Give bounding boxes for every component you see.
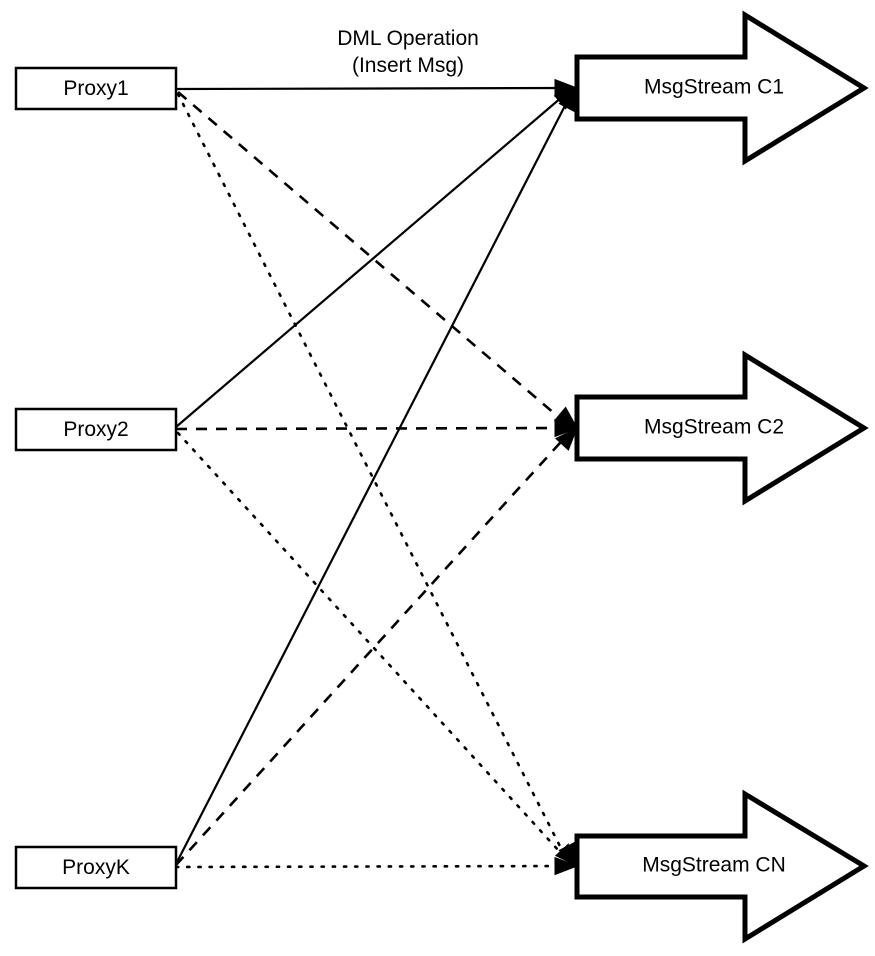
edge-proxy2-cn <box>176 431 571 864</box>
proxyk-box[interactable] <box>14 845 178 890</box>
edge-proxy1-c1 <box>175 86 570 91</box>
streams-layer: MsgStream C1 MsgStream C2 MsgStream CN <box>574 10 869 944</box>
edge-proxy1-c2 <box>177 91 570 427</box>
dml-operation-label-line1: DML Operation <box>337 27 479 50</box>
stream_c2-arrowhead-2 <box>554 418 579 438</box>
edges-layer <box>174 78 579 876</box>
dml-operation-label-line2: (Insert Msg) <box>352 54 464 77</box>
proxy1-label: Proxy1 <box>63 77 128 100</box>
edge-proxyk-c1 <box>175 93 572 865</box>
proxyk-label: ProxyK <box>62 856 130 879</box>
edge-proxy2-c2-line <box>175 426 570 431</box>
stream_c1-arrowhead-group <box>553 78 579 113</box>
edge-proxyk-c2 <box>175 431 571 866</box>
stream_c2-shape[interactable] <box>574 350 869 506</box>
dml-operation-label: DML Operation (Insert Msg) <box>337 27 479 77</box>
edge-proxy2-c1 <box>175 90 570 428</box>
stream_c2-arrowhead-3 <box>554 426 578 451</box>
stream_cn-shape[interactable] <box>574 789 869 944</box>
edge-proxy2-cn-line <box>176 431 571 864</box>
stream_cn-arrowhead-group <box>554 841 579 876</box>
stream_cn-label: MsgStream CN <box>642 854 786 877</box>
proxy2-label: Proxy2 <box>63 418 128 441</box>
stream_cn[interactable]: MsgStream CN <box>574 789 869 944</box>
edge-proxyk-c1-line <box>175 93 572 865</box>
proxy2-node[interactable]: Proxy2 <box>14 407 178 452</box>
edge-proxy1-c2-line <box>177 91 570 427</box>
edge-proxyk-c2-line <box>175 431 571 866</box>
edge-proxy1-c1-line <box>175 86 570 91</box>
proxyk-node[interactable]: ProxyK <box>14 845 178 890</box>
stream_c2[interactable]: MsgStream C2 <box>574 350 869 506</box>
proxy1-node[interactable]: Proxy1 <box>14 66 178 111</box>
edge-proxy2-c1-line <box>175 90 570 428</box>
proxy2-box[interactable] <box>14 407 178 452</box>
stream_c1-shape[interactable] <box>574 10 869 166</box>
edge-proxy2-c2 <box>175 426 570 431</box>
stream_c1[interactable]: MsgStream C1 <box>574 10 869 166</box>
stream_c1-label: MsgStream C1 <box>644 76 784 99</box>
edge-proxy1-cn-line <box>176 92 571 866</box>
stream_c2-label: MsgStream C2 <box>644 416 784 439</box>
edge-proxyk-cn <box>174 864 571 869</box>
stream_cn-arrowhead-2 <box>554 843 578 868</box>
proxy1-box[interactable] <box>14 66 178 111</box>
annotations-layer: DML Operation (Insert Msg) <box>337 27 479 77</box>
edge-proxy1-cn <box>176 92 571 866</box>
edge-proxyk-cn-line <box>174 864 571 869</box>
stream_cn-arrowhead-3 <box>554 856 579 876</box>
stream_c2-arrowhead-group <box>553 406 579 451</box>
